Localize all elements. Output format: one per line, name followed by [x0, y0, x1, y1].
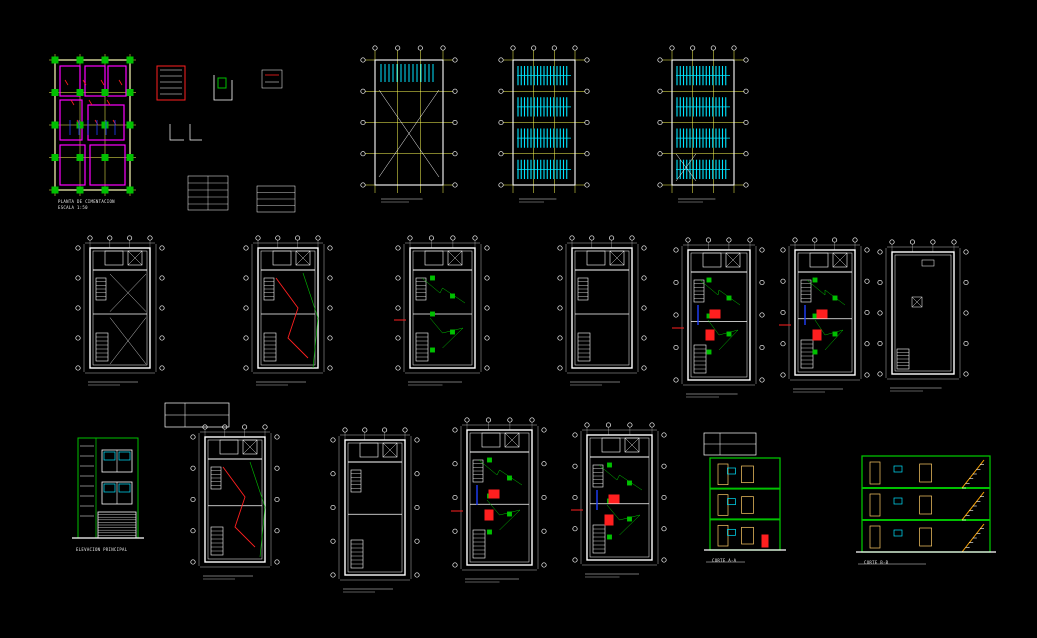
- roof-plan: [877, 239, 969, 392]
- framing-plan-1: [360, 45, 458, 203]
- electrical-plan-4: [779, 237, 870, 393]
- title-block: [164, 402, 757, 456]
- foundation-plan-title: PLANTA DE CIMENTACION: [58, 199, 115, 204]
- section-bb-title: CORTE B-B: [864, 560, 889, 565]
- elevation-title: ELEVACION PRINCIPAL: [76, 547, 128, 552]
- foundation-plan-scale: ESCALA 1:50: [58, 205, 88, 210]
- framing-plan-3: [657, 45, 749, 203]
- section-aa: [704, 457, 786, 563]
- electrical-plan-1: [394, 235, 490, 386]
- front-elevation: [72, 437, 144, 539]
- floor-plan-1: [75, 235, 165, 386]
- floor-plan-3: [190, 424, 280, 580]
- section-bb: [856, 455, 996, 565]
- electrical-plan-6: [571, 422, 667, 578]
- floor-plan-4: [330, 427, 420, 593]
- framing-plan-2: [498, 45, 590, 203]
- foundation-plan: [49, 54, 136, 196]
- electrical-plan-5: [451, 417, 547, 583]
- foundation-details: [156, 65, 296, 213]
- section-aa-title: CORTE A-A: [712, 558, 737, 563]
- electrical-plan-2: [557, 235, 647, 386]
- electrical-plan-3: [672, 237, 765, 398]
- floor-plan-2: [243, 235, 333, 386]
- section-aa-marker: [761, 534, 769, 548]
